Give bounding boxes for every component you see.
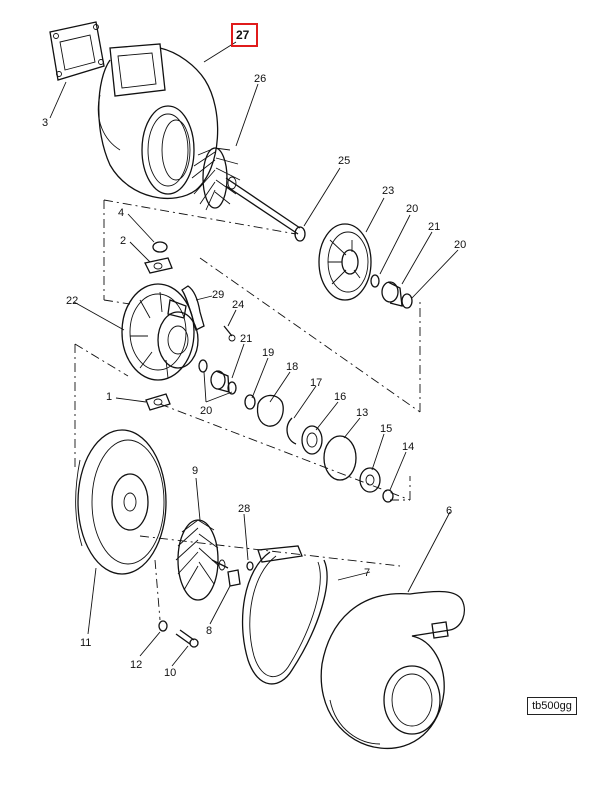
- callout-20-top: 20: [406, 203, 418, 215]
- turbine-wheel-shaft-part: [191, 147, 301, 235]
- callout-14: 14: [402, 441, 414, 453]
- callout-11: 12: [130, 659, 142, 671]
- callout-1: 1: [106, 391, 112, 403]
- callout-25: 25: [338, 155, 350, 167]
- nut-and-clamp-bolt: [227, 545, 303, 587]
- callout-labels: 3 26 25 23 20 21 20 4 2 22 29 24 21 20 1…: [42, 73, 466, 679]
- callout-2: 2: [120, 235, 126, 247]
- callout-26: 26: [254, 73, 266, 85]
- highlight-box: [231, 23, 258, 47]
- callout-29: 29: [212, 289, 224, 301]
- bracket-and-bolt: [181, 285, 236, 342]
- callout-21-top: 21: [428, 221, 440, 233]
- washer-and-bolt: [158, 620, 199, 648]
- callout-20-right: 20: [454, 239, 466, 251]
- callout-27-highlighted: 27: [236, 28, 250, 42]
- bearing-housing-part: [121, 283, 199, 381]
- callout-4: 4: [118, 207, 124, 219]
- callout-12: 11: [80, 637, 91, 649]
- callout-9: 9: [192, 465, 198, 477]
- heat-shield-part: [318, 223, 372, 301]
- compressor-wheel-part: [175, 519, 229, 601]
- callout-16: 16: [334, 391, 346, 403]
- lower-bearing-group: [198, 359, 394, 503]
- callout-19: 19: [262, 347, 274, 359]
- callout-20-lower: 20: [200, 405, 212, 417]
- callout-3: 3: [42, 117, 48, 129]
- shaft-ring-part: [294, 226, 306, 242]
- callout-24: 24: [232, 299, 244, 311]
- callout-21-lower: 21: [240, 333, 252, 345]
- gasket-part: [49, 21, 105, 81]
- turbine-housing-part: [97, 43, 219, 200]
- figure-id-label: tb500gg: [527, 697, 577, 715]
- o-ring-and-gasket-upper: [144, 241, 173, 274]
- callout-13: 13: [356, 407, 368, 419]
- compressor-housing-part: [320, 590, 465, 750]
- upper-bearing-group: [370, 274, 413, 309]
- callout-6: 6: [446, 505, 452, 517]
- backplate-part: [75, 429, 167, 575]
- callout-28: 28: [238, 503, 250, 515]
- callout-23: 23: [382, 185, 394, 197]
- leader-lines: [49, 41, 459, 667]
- callout-18: 18: [286, 361, 298, 373]
- callout-7: 7: [364, 567, 370, 579]
- callout-22: 22: [66, 295, 78, 307]
- callout-8: 8: [206, 625, 212, 637]
- callout-17: 17: [310, 377, 322, 389]
- lower-gasket-part: [145, 393, 171, 411]
- v-band-clamp-part: [241, 551, 328, 685]
- callout-15: 15: [380, 423, 392, 435]
- callout-10: 10: [164, 667, 176, 679]
